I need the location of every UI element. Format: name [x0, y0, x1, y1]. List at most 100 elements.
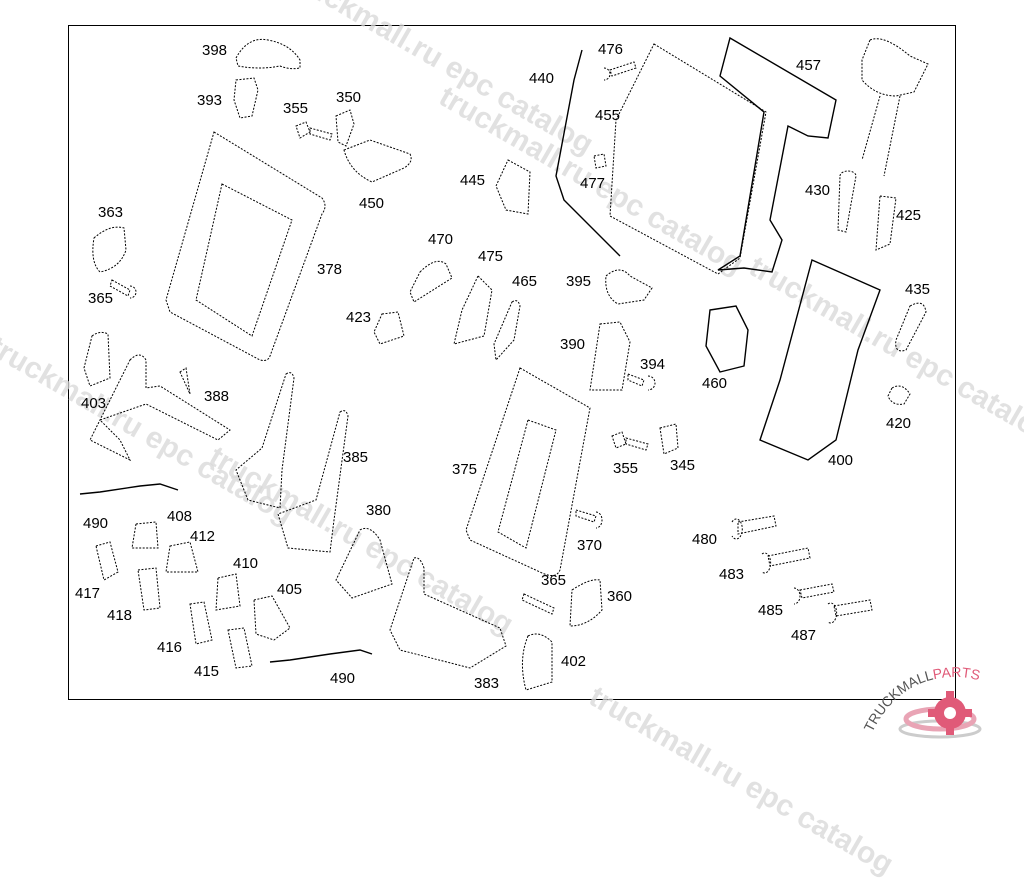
label-355[interactable]: 355	[283, 100, 309, 117]
label-394[interactable]: 394	[640, 356, 666, 373]
label-490[interactable]: 490	[330, 670, 356, 687]
gear-icon	[898, 691, 982, 739]
label-420[interactable]: 420	[886, 415, 912, 432]
part-388-rod	[179, 367, 191, 395]
part-415	[227, 627, 253, 669]
part-380	[335, 527, 393, 599]
part-365-left	[109, 279, 137, 299]
label-455[interactable]: 455	[595, 107, 621, 124]
part-390	[589, 321, 631, 391]
part-410	[215, 573, 241, 611]
label-370[interactable]: 370	[577, 537, 603, 554]
part-450	[343, 139, 412, 183]
part-412	[165, 541, 199, 573]
label-405[interactable]: 405	[277, 581, 303, 598]
part-383	[389, 557, 507, 669]
label-416[interactable]: 416	[157, 639, 183, 656]
part-430	[837, 170, 857, 233]
label-476[interactable]: 476	[598, 41, 624, 58]
part-480	[731, 515, 777, 540]
label-345[interactable]: 345	[670, 457, 696, 474]
diagram-frame	[68, 25, 956, 700]
part-490-b	[269, 649, 373, 663]
part-418	[137, 567, 161, 611]
label-470[interactable]: 470	[428, 231, 454, 248]
label-435[interactable]: 435	[905, 281, 931, 298]
label-388[interactable]: 388	[204, 388, 230, 405]
logo-text-accent: PARTS	[931, 664, 981, 683]
label-378[interactable]: 378	[317, 261, 343, 278]
part-350	[335, 109, 355, 147]
part-headrest	[861, 38, 929, 97]
label-477[interactable]: 477	[580, 175, 606, 192]
part-465	[493, 300, 521, 362]
label-380[interactable]: 380	[366, 502, 392, 519]
label-417[interactable]: 417	[75, 585, 101, 602]
label-445[interactable]: 445	[460, 172, 486, 189]
label-402[interactable]: 402	[561, 653, 587, 670]
label-360[interactable]: 360	[607, 588, 633, 605]
label-465[interactable]: 465	[512, 273, 538, 290]
label-365[interactable]: 365	[88, 290, 114, 307]
part-388	[89, 354, 231, 462]
part-headrest-posts	[861, 95, 901, 177]
label-403[interactable]: 403	[81, 395, 107, 412]
part-455	[609, 43, 767, 275]
label-475[interactable]: 475	[478, 248, 504, 265]
label-440[interactable]: 440	[529, 70, 555, 87]
label-365[interactable]: 365	[541, 572, 567, 589]
label-487[interactable]: 487	[791, 627, 817, 644]
label-383[interactable]: 383	[474, 675, 500, 692]
part-490-a	[79, 483, 179, 495]
label-485[interactable]: 485	[758, 602, 784, 619]
label-412[interactable]: 412	[190, 528, 216, 545]
part-393	[233, 77, 259, 119]
label-410[interactable]: 410	[233, 555, 259, 572]
part-378-inner	[195, 183, 293, 337]
part-378	[165, 131, 326, 361]
label-400[interactable]: 400	[828, 452, 854, 469]
part-440	[555, 49, 621, 257]
label-408[interactable]: 408	[167, 508, 193, 525]
label-363[interactable]: 363	[98, 204, 124, 221]
part-405	[253, 595, 291, 641]
label-350[interactable]: 350	[336, 89, 362, 106]
label-425[interactable]: 425	[896, 207, 922, 224]
label-395[interactable]: 395	[566, 273, 592, 290]
label-483[interactable]: 483	[719, 566, 745, 583]
label-480[interactable]: 480	[692, 531, 718, 548]
label-430[interactable]: 430	[805, 182, 831, 199]
part-470	[409, 260, 453, 303]
part-477	[593, 153, 607, 169]
label-423[interactable]: 423	[346, 309, 372, 326]
part-395	[605, 269, 653, 305]
label-457[interactable]: 457	[796, 57, 822, 74]
label-355[interactable]: 355	[613, 460, 639, 477]
part-475	[453, 275, 493, 345]
label-418[interactable]: 418	[107, 607, 133, 624]
part-363	[92, 226, 127, 273]
part-355-right	[611, 431, 649, 451]
label-390[interactable]: 390	[560, 336, 586, 353]
parts-drawing	[79, 36, 929, 691]
part-457	[717, 36, 837, 273]
label-375[interactable]: 375	[452, 461, 478, 478]
label-398[interactable]: 398	[202, 42, 228, 59]
part-365-right	[521, 593, 555, 615]
part-400	[759, 259, 881, 461]
part-476	[603, 61, 637, 81]
part-425	[875, 195, 897, 251]
part-385	[235, 372, 295, 509]
label-393[interactable]: 393	[197, 92, 223, 109]
part-408	[131, 521, 159, 549]
label-490[interactable]: 490	[83, 515, 109, 532]
part-370	[575, 509, 603, 529]
label-460[interactable]: 460	[702, 375, 728, 392]
label-415[interactable]: 415	[194, 663, 220, 680]
label-450[interactable]: 450	[359, 195, 385, 212]
label-385[interactable]: 385	[343, 449, 369, 466]
part-460	[705, 305, 749, 373]
part-385-b	[277, 410, 349, 553]
part-435	[895, 302, 927, 352]
part-398	[235, 38, 301, 70]
